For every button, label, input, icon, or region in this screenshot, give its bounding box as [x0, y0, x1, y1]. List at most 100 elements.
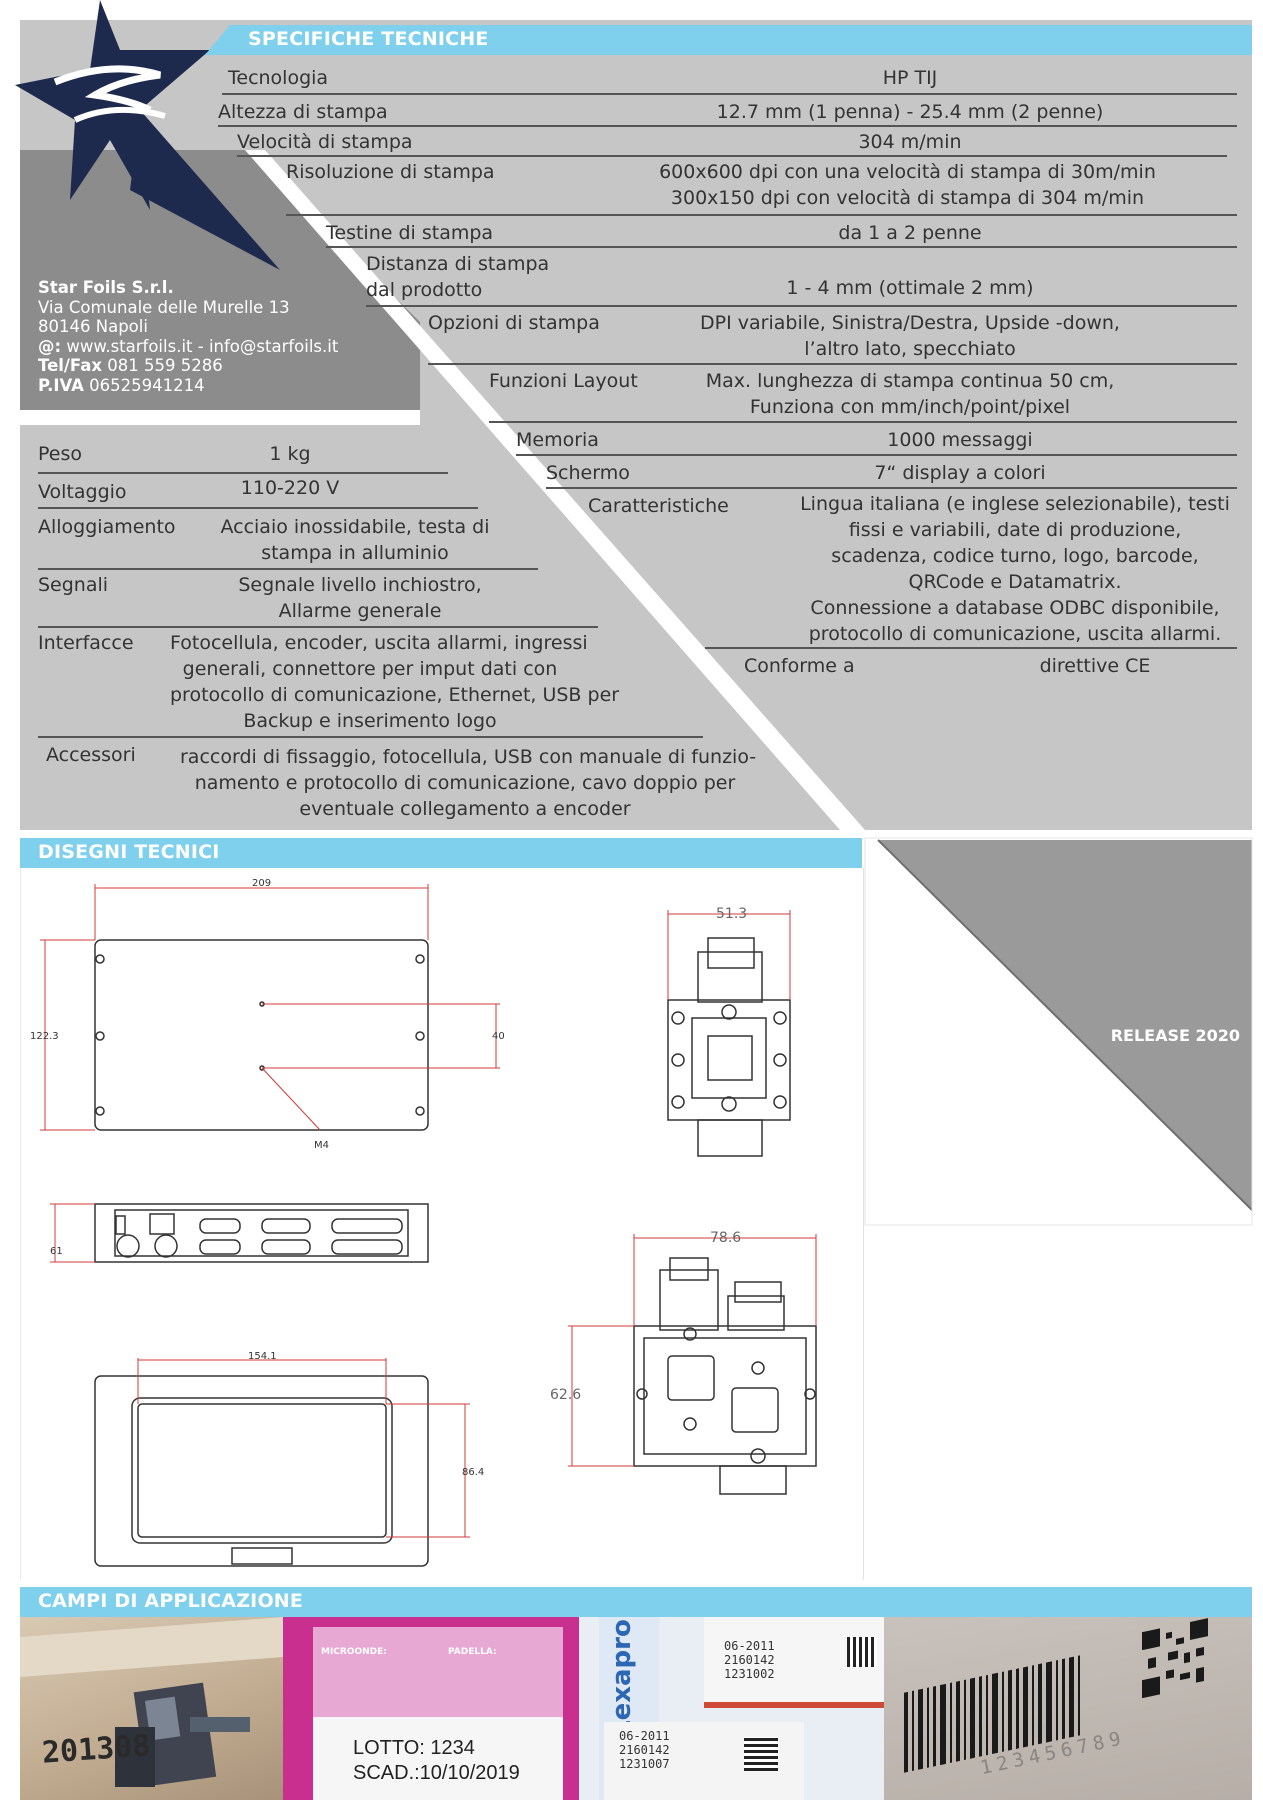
drawings-title: DISEGNI TECNICI [38, 841, 220, 863]
barcode-icon [904, 1618, 1208, 1773]
spec-value-schermo: 7“ display a colori [874, 462, 1046, 484]
front-view-dimensions [137, 1358, 470, 1538]
applications-banner: CAMPI DI APPLICAZIONE [20, 1587, 1252, 1617]
spec-label-conforme: Conforme a [744, 655, 855, 677]
print-head-dimensions [667, 910, 791, 1000]
spec-label-voltaggio: Voltaggio [38, 481, 127, 503]
technical-drawings: 209 122.3 40 M4 61 154.1 86.4 [30, 878, 817, 1567]
photo2-tag2: PADELLA: [448, 1647, 497, 1657]
spec-value-caratteristiche-5: Connessione a database ODBC disponibile, [810, 597, 1220, 619]
divider [326, 246, 1237, 248]
photo3-codes-2: 06-2011 2160142 1231007 [619, 1729, 670, 1771]
spec-label-accessori: Accessori [46, 744, 136, 766]
spec-value-interfacce-2: generali, connettore per imput dati con [182, 658, 558, 680]
spec-value-accessori-3: eventuale collegamento a encoder [299, 798, 631, 820]
spec-value-caratteristiche-3: scadenza, codice turno, logo, barcode, [831, 545, 1199, 567]
spec-value-layout: Max. lunghezza di stampa continua 50 cm, [705, 370, 1115, 392]
print-head-2-dimensions [568, 1234, 817, 1467]
dim-side-height: 61 [50, 1246, 63, 1257]
photo3-brand: Lexapro [607, 1619, 637, 1737]
spec-value-risoluzione: 600x600 dpi con una velocità di stampa d… [659, 161, 1156, 183]
spec-value-altezza: 12.7 mm (1 penna) - 25.4 mm (2 penne) [716, 101, 1104, 123]
spec-label-testine: Testine di stampa [326, 222, 494, 244]
divider [237, 155, 1227, 157]
spec-value-conforme: direttive CE [1039, 655, 1151, 677]
photo3-code-3: 1231002 [724, 1667, 775, 1681]
spec-value-caratteristiche-2: fissi e variabili, date di produzione, [848, 519, 1182, 541]
spec-label-interfacce: Interfacce [38, 632, 134, 654]
dim-front-height: 86.4 [462, 1467, 484, 1478]
divider [38, 507, 478, 509]
datamatrix-icon [847, 1637, 877, 1667]
company-vat: 06525941214 [83, 375, 205, 395]
company-city: 80146 Napoli [38, 317, 148, 336]
dim-top-height: 122.3 [30, 1031, 59, 1042]
dim-top-width: 209 [252, 878, 271, 889]
spec-value-interfacce-3: protocollo di comunicazione, Ethernet, U… [170, 684, 620, 706]
spec-value-testine: da 1 a 2 penne [838, 222, 982, 244]
dim-front-width: 154.1 [248, 1351, 277, 1362]
dim-head2-width: 78.6 [710, 1230, 741, 1246]
photo2-tag1: MICROONDE: [321, 1647, 387, 1657]
spec-label-distanza-2: dal prodotto [366, 279, 483, 301]
spec-value-alloggiamento-2: stampa in alluminio [261, 542, 449, 564]
banner-slant [205, 25, 235, 55]
spec-label-tecnologia: Tecnologia [228, 67, 329, 89]
print-head-2-drawing [633, 1257, 817, 1495]
divider [428, 363, 1237, 365]
spec-value-risoluzione-2: 300x150 dpi con velocità di stampa di 30… [670, 187, 1145, 209]
spec-label-distanza: Distanza di stampa [366, 253, 550, 275]
spec-label-peso: Peso [38, 443, 82, 465]
vat-label: P.IVA [38, 375, 84, 395]
company-name: Star Foils S.r.l. [38, 278, 174, 297]
photo3-code-1: 06-2011 [724, 1639, 775, 1653]
side-view-dimensions [50, 1203, 95, 1263]
photo3-code2-2: 2160142 [619, 1743, 670, 1757]
spec-value-opzioni-2: l’altro lato, specchiato [804, 338, 1016, 360]
application-photo-1: 201308 [20, 1617, 283, 1800]
spec-label-memoria: Memoria [516, 429, 599, 451]
divider [218, 125, 1237, 127]
spec-value-interfacce-1: Fotocellula, encoder, uscita allarmi, in… [170, 632, 588, 654]
divider [516, 454, 1237, 456]
spec-label-velocita: Velocità di stampa [237, 131, 413, 153]
applications-title: CAMPI DI APPLICAZIONE [38, 1590, 304, 1612]
application-photo-4: 123456789 [884, 1617, 1252, 1800]
spec-value-segnali-1: Segnale livello inchiostro, [238, 574, 482, 596]
company-block [20, 150, 420, 410]
dim-top-hole-gap: 40 [492, 1031, 505, 1042]
specs-banner: SPECIFICHE TECNICHE [230, 25, 1252, 55]
photo2-lotto: LOTTO: 1234 [353, 1737, 475, 1759]
company-info: Star Foils S.r.l. Via Comunale delle Mur… [38, 278, 368, 395]
divider [546, 487, 1237, 489]
drawings-area [20, 868, 864, 1580]
divider [38, 626, 598, 628]
drawings-banner: DISEGNI TECNICI [20, 838, 862, 868]
company-tel: 081 559 5286 [102, 356, 223, 375]
spec-label-schermo: Schermo [546, 462, 630, 484]
spec-value-velocita: 304 m/min [858, 131, 962, 153]
spec-value-layout-2: Funziona con mm/inch/point/pixel [749, 396, 1071, 418]
spec-value-accessori-1: raccordi di fissaggio, fotocellula, USB … [180, 746, 757, 768]
spec-value-opzioni: DPI variabile, Sinistra/Destra, Upside -… [700, 312, 1120, 334]
spec-label-opzioni: Opzioni di stampa [428, 312, 600, 334]
spec-label-alloggiamento: Alloggiamento [38, 516, 176, 538]
company-web[interactable]: www.starfoils.it - info@starfoils.it [61, 336, 339, 356]
spec-label-altezza: Altezza di stampa [218, 101, 388, 123]
front-view-drawing [94, 1375, 429, 1567]
spec-value-distanza: 1 - 4 mm (ottimale 2 mm) [786, 277, 1034, 299]
dim-head-width: 51.3 [716, 906, 747, 922]
photo3-code2-3: 1231007 [619, 1757, 670, 1771]
spec-value-peso: 1 kg [269, 443, 311, 465]
application-photo-3: Lexapro 06-2011 2160142 1231002 06-2011 … [579, 1617, 884, 1800]
spec-value-caratteristiche-4: QRCode e Datamatrix. [908, 571, 1122, 593]
spec-value-memoria: 1000 messaggi [887, 429, 1033, 451]
print-head-drawing [667, 937, 791, 1157]
spec-value-caratteristiche-6: protocollo di comunicazione, uscita alla… [808, 623, 1222, 645]
star-logo [15, 0, 280, 270]
divider [286, 214, 1237, 216]
side-view-drawing [94, 1203, 429, 1263]
divider [489, 421, 1237, 423]
web-prefix: @: [38, 336, 62, 356]
top-view-dimensions [40, 884, 500, 1131]
